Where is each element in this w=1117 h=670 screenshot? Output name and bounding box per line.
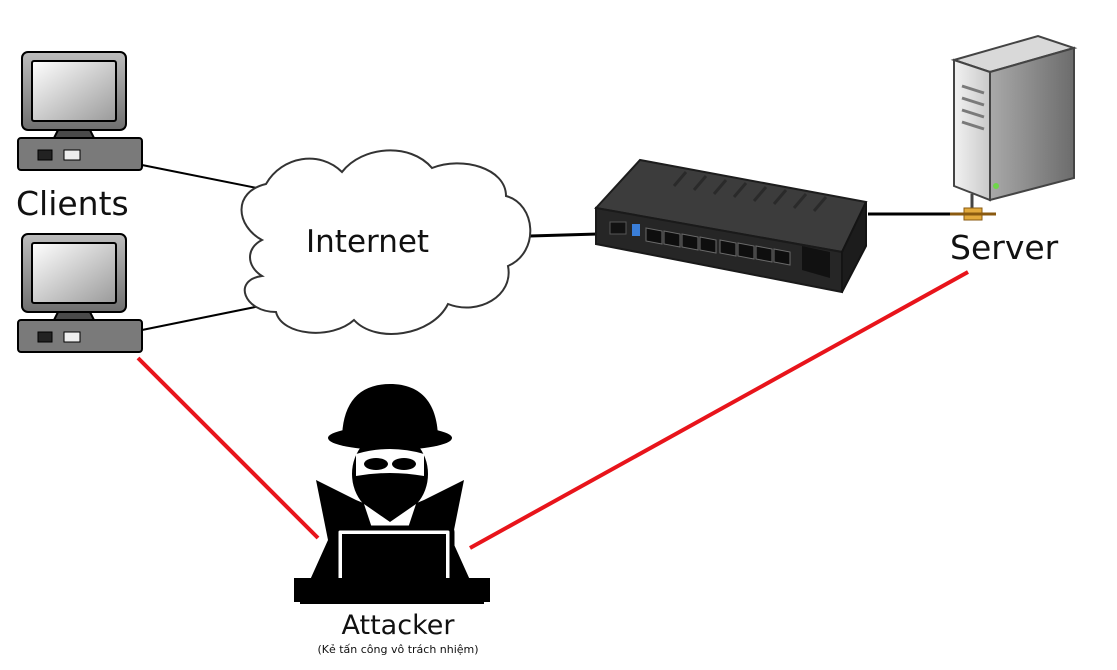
cloud-icon: [240, 149, 532, 335]
computer-icon: [17, 51, 143, 171]
client2-internet-link: [141, 303, 271, 331]
server-icon: [950, 34, 1078, 221]
client-attacker-link: [136, 356, 320, 540]
attacker-server-link: [469, 270, 969, 550]
router-icon: [594, 158, 868, 294]
attacker-label: Attacker: [341, 610, 455, 641]
hacker-icon: [294, 384, 490, 604]
links: [136, 164, 969, 550]
internet-label: Internet: [306, 224, 430, 260]
attacker-note: (Kẻ tấn công vô trách nhiệm): [317, 643, 479, 656]
server-label: Server: [950, 228, 1059, 267]
internet-router-link: [529, 232, 599, 238]
clients-label: Clients: [16, 184, 129, 223]
computer-icon: [17, 233, 143, 353]
